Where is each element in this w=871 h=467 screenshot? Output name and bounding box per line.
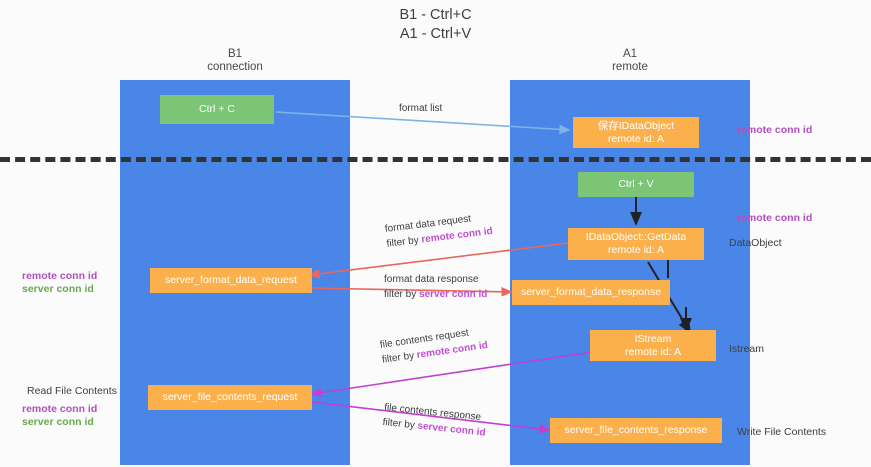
edge-label-file-contents-response: file contents response filter by server … <box>382 400 488 441</box>
node-server-file-contents-response[interactable]: server_file_contents_response <box>550 418 722 443</box>
column-header-b1: B1 connection <box>207 48 263 73</box>
annotation-left-server-conn-id: server conn id <box>22 283 94 295</box>
column-header-a1: A1 remote <box>612 48 648 73</box>
node-server-format-data-response[interactable]: server_format_data_response <box>512 280 670 305</box>
annotation-remote-conn-id-top: remote conn id <box>737 124 813 136</box>
edge-label-format-list: format list <box>399 103 443 114</box>
filter-prefix: filter by <box>381 349 418 366</box>
node-istream[interactable]: IStream remote id: A <box>590 330 716 361</box>
annotation-left-remote-conn-id: remote conn id <box>22 270 98 282</box>
phase-divider <box>0 157 871 162</box>
node-idataobject-getdata[interactable]: IDataObject::GetData remote id: A <box>568 228 704 260</box>
node-server-format-data-response-line1: server_format_data_response <box>520 286 662 298</box>
edge-label-format-data-response-filter: filter by server conn id <box>384 287 487 302</box>
annotation-write-file-contents: Write File Contents <box>737 426 827 438</box>
page-title: B1 - Ctrl+C A1 - Ctrl+V <box>399 7 472 42</box>
edge-label-file-contents-request: file contents request filter by remote c… <box>379 323 489 368</box>
node-server-file-contents-request-line1: server_file_contents_request <box>162 391 298 403</box>
node-save-idataobject-line2: remote id: A <box>607 132 665 145</box>
node-server-file-contents-response-line1: server_file_contents_response <box>564 424 708 436</box>
node-server-format-data-request-line1: server_format_data_request <box>165 274 297 286</box>
filter-prefix: filter by <box>386 234 423 250</box>
node-idataobject-getdata-line1: IDataObject::GetData <box>585 231 687 243</box>
annotation-left-remote-conn-id-2: remote conn id <box>22 403 98 415</box>
node-istream-line1: IStream <box>634 332 672 345</box>
node-istream-line2: remote id: A <box>624 345 682 358</box>
node-server-format-data-request[interactable]: server_format_data_request <box>150 268 312 293</box>
annotation-istream: Istream <box>729 343 765 355</box>
annotation-read-file-contents: Read File Contents <box>27 385 117 397</box>
filter-value-server-conn-id: server conn id <box>419 289 488 300</box>
node-ctrl-c[interactable]: Ctrl + C <box>160 95 274 124</box>
annotation-dataobject: DataObject <box>729 237 782 249</box>
node-save-idataobject-line1: 保存IDataObject <box>597 119 675 132</box>
annotation-remote-conn-id-mid: remote conn id <box>737 212 813 224</box>
node-ctrl-c-line1: Ctrl + C <box>199 103 235 115</box>
node-ctrl-v[interactable]: Ctrl + V <box>578 172 694 197</box>
node-server-file-contents-request[interactable]: server_file_contents_request <box>148 385 312 410</box>
annotation-left-server-conn-id-2: server conn id <box>22 416 94 428</box>
filter-prefix: filter by <box>382 416 419 432</box>
node-save-idataobject[interactable]: 保存IDataObject remote id: A <box>573 117 699 148</box>
filter-prefix: filter by <box>384 289 420 300</box>
edge-label-format-data-response-text: format data response <box>384 274 479 285</box>
node-idataobject-getdata-line2: remote id: A <box>607 244 665 256</box>
node-ctrl-v-line1: Ctrl + V <box>618 178 654 190</box>
edge-label-format-data-request: format data request filter by remote con… <box>384 209 494 252</box>
edge-label-format-data-response: format data response filter by server co… <box>384 272 487 302</box>
